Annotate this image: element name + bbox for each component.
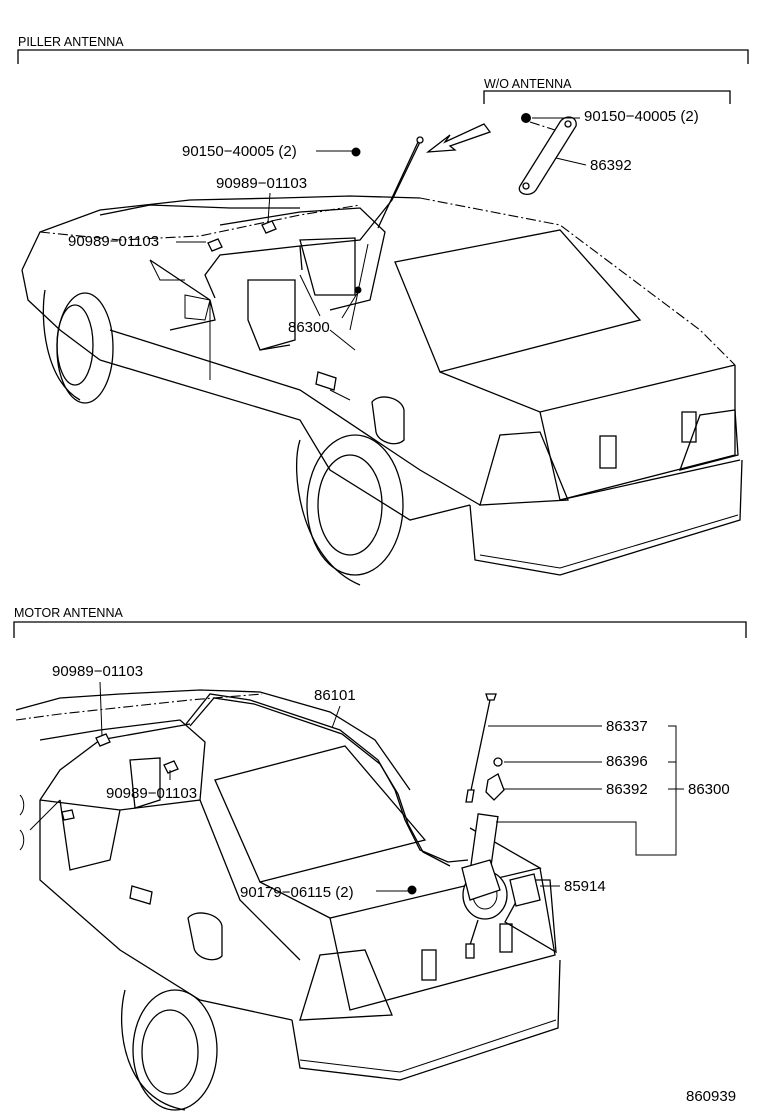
antenna-nut-icon bbox=[493, 757, 503, 767]
label-86392-top: 86392 bbox=[590, 157, 632, 174]
label-m-90989-01103-b: 90989−01103 bbox=[106, 785, 197, 802]
wo-antenna-cover-illustration bbox=[425, 113, 577, 196]
antenna-hole-cover bbox=[518, 116, 577, 196]
pillar-antenna-section: PILLER ANTENNA W/O ANTENNA bbox=[17, 35, 749, 586]
label-m-90989-01103-a: 90989−01103 bbox=[52, 663, 143, 680]
label-86337: 86337 bbox=[606, 718, 648, 735]
antenna-relay-icon bbox=[509, 873, 541, 907]
antenna-pad-icon bbox=[485, 773, 505, 801]
motor-section-title: MOTOR ANTENNA bbox=[14, 606, 123, 620]
label-90989-01103-a: 90989−01103 bbox=[216, 175, 307, 192]
pillar-section-title: PILLER ANTENNA bbox=[18, 35, 124, 49]
label-90179-06115: 90179−06115 (2) bbox=[240, 884, 354, 901]
label-85914: 85914 bbox=[564, 878, 606, 895]
label-86300-top: 86300 bbox=[288, 319, 330, 336]
wo-antenna-title: W/O ANTENNA bbox=[484, 77, 572, 91]
pillar-screw-icon bbox=[351, 147, 361, 157]
motor-labels: 90989−01103 86101 86337 86396 86392 8630… bbox=[52, 663, 730, 901]
label-90989-01103-b: 90989−01103 bbox=[68, 233, 159, 250]
pillar-labels: 90150−40005 (2) 86392 90150−40005 (2) 90… bbox=[68, 108, 699, 351]
direction-arrow-icon bbox=[425, 123, 492, 153]
motor-section-bracket bbox=[13, 621, 747, 638]
wo-antenna-bracket bbox=[483, 90, 731, 104]
label-86396: 86396 bbox=[606, 753, 648, 770]
pillar-car-illustration bbox=[21, 136, 743, 586]
cover-screw-icon bbox=[521, 113, 531, 123]
motor-antenna-section: MOTOR ANTENNA bbox=[13, 606, 747, 1111]
figure-code: 860939 bbox=[686, 1088, 736, 1105]
label-90150-40005-top: 90150−40005 (2) bbox=[584, 108, 699, 125]
label-m-86300: 86300 bbox=[688, 781, 730, 798]
label-m-86392: 86392 bbox=[606, 781, 648, 798]
pillar-section-bracket bbox=[17, 49, 749, 64]
label-86101: 86101 bbox=[314, 687, 356, 704]
label-90150-40005-left: 90150−40005 (2) bbox=[182, 143, 297, 160]
motor-car-illustration bbox=[15, 689, 561, 1111]
